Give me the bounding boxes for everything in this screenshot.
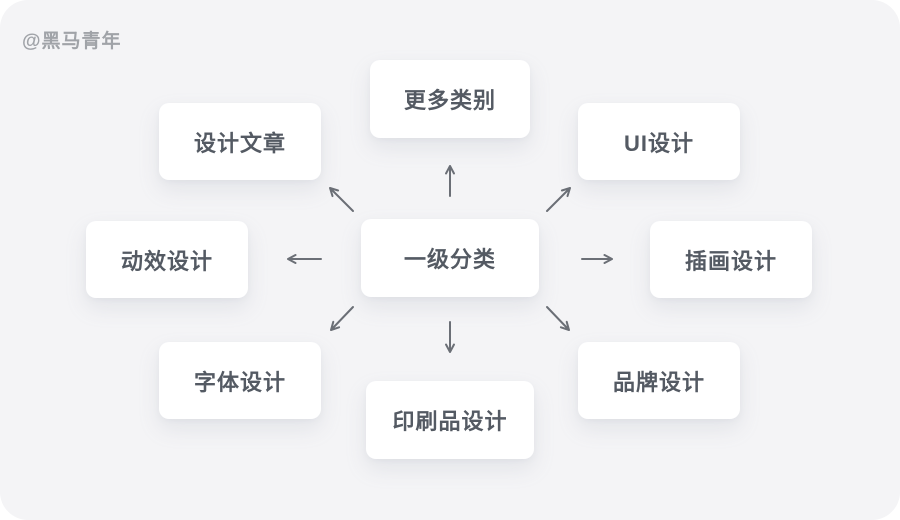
node-more-categories: 更多类别 bbox=[370, 60, 530, 138]
arrow-left bbox=[287, 254, 322, 264]
node-font-design: 字体设计 bbox=[159, 342, 321, 419]
arrow-down-right bbox=[546, 306, 570, 331]
arrow-up bbox=[445, 165, 455, 197]
node-print-design: 印刷品设计 bbox=[366, 381, 534, 459]
arrow-right bbox=[581, 254, 613, 264]
node-primary-category: 一级分类 bbox=[361, 219, 539, 297]
arrow-down-left bbox=[330, 306, 354, 331]
node-motion-design: 动效设计 bbox=[86, 221, 248, 298]
watermark: @黑马青年 bbox=[22, 31, 122, 52]
node-brand-design: 品牌设计 bbox=[578, 342, 740, 419]
node-design-articles: 设计文章 bbox=[159, 103, 321, 180]
node-illustration-design: 插画设计 bbox=[650, 221, 812, 298]
node-ui-design: UI设计 bbox=[578, 103, 740, 180]
arrow-down bbox=[445, 321, 455, 353]
arrow-up-left bbox=[329, 187, 354, 212]
arrow-up-right bbox=[546, 187, 571, 212]
